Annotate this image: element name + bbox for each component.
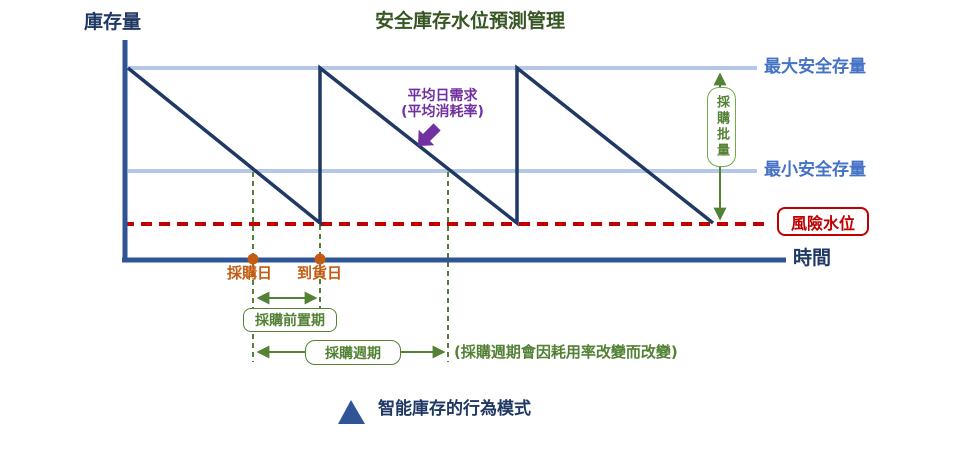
min-safety-level-label: 最小安全存量 <box>764 160 866 180</box>
risk-level-badge: 風險水位 <box>777 207 869 236</box>
avg-demand-annotation: 平均日需求 (平均消耗率) <box>385 88 500 120</box>
purchase-day-dot <box>247 253 259 265</box>
legend-triangle-icon <box>338 400 365 424</box>
avg-demand-line1: 平均日需求 <box>407 88 478 104</box>
diagram-title: 安全庫存水位預測管理 <box>374 10 565 32</box>
lead-time-label: 採購前置期 <box>255 313 325 329</box>
purchase-batch-badge: 採購批量 <box>707 87 736 167</box>
lead-time-badge: 採購前置期 <box>243 308 337 332</box>
risk-level-label: 風險水位 <box>790 213 855 233</box>
legend-label: 智能庫存的行為模式 <box>378 399 531 419</box>
cycle-note: (採購週期會因耗用率改變而改變) <box>454 343 678 361</box>
arrival-day-dot <box>314 253 326 265</box>
demand-rate-arrow-icon <box>418 123 441 146</box>
purchase-batch-label: 採購批量 <box>714 95 729 159</box>
max-safety-level-label: 最大安全存量 <box>764 57 866 77</box>
y-axis-label: 庫存量 <box>84 11 142 33</box>
cycle-badge: 採購週期 <box>305 340 401 365</box>
x-axis-label: 時間 <box>793 247 832 269</box>
avg-demand-line2: (平均消耗率) <box>401 104 484 121</box>
arrival-day-label: 到貨日 <box>297 264 343 282</box>
cycle-label: 採購週期 <box>325 345 381 362</box>
purchase-day-label: 採購日 <box>227 264 273 282</box>
